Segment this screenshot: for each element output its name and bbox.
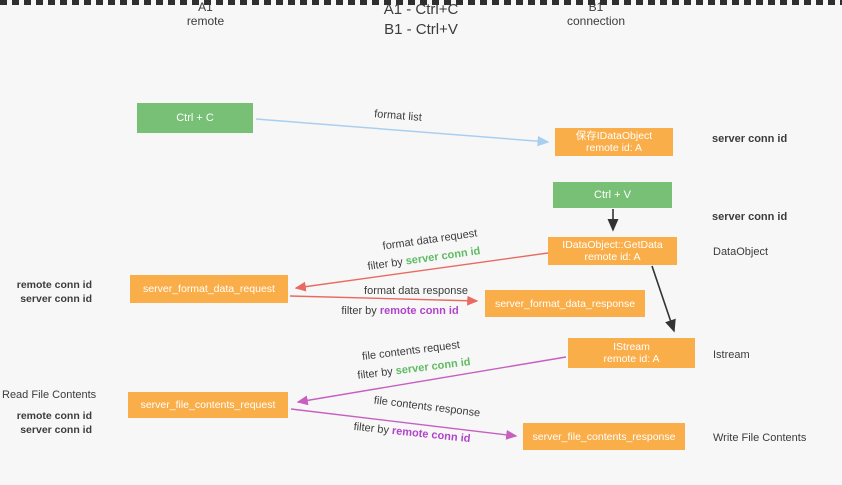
label-file-contents-response-text: file contents response: [373, 394, 481, 420]
node-idataobject-getdata: IDataObject::GetData remote id: A: [548, 237, 677, 265]
node-server-file-contents-request: server_file_contents_request: [128, 392, 288, 418]
node-idataobject-getdata-line1: IDataObject::GetData: [562, 239, 663, 251]
node-istream-line1: IStream: [613, 341, 650, 353]
right-label-server-conn-id-top: server conn id: [712, 133, 788, 145]
right-label-dataobject: DataObject: [713, 246, 769, 258]
node-server-file-contents-response-label: server_file_contents_response: [532, 430, 676, 443]
label-format-list: format list: [374, 108, 422, 124]
right-lane-role: connection: [566, 14, 626, 28]
server-conn-id-text: server conn id: [395, 356, 472, 378]
arrow-getdata-to-istream: [651, 265, 676, 333]
node-server-file-contents-response: server_file_contents_response: [523, 423, 685, 450]
filter-by-text: filter by: [366, 255, 407, 273]
label-filter-remote-conn-id-1: filter by remote conn id: [341, 305, 458, 317]
node-server-format-data-response-label: server_format_data_response: [494, 297, 636, 310]
remote-conn-id-text: remote conn id: [391, 424, 471, 446]
node-server-format-data-request-label: server_format_data_request: [143, 283, 275, 295]
node-ctrl-v-label: Ctrl + V: [594, 189, 631, 201]
node-server-format-data-request: server_format_data_request: [130, 275, 288, 303]
right-label-write-file-contents: Write File Contents: [713, 432, 807, 444]
node-save-idataobject-line2: remote id: A: [585, 142, 643, 154]
label-format-data-response-text: format data response: [364, 285, 468, 297]
filter-by-text: filter by: [356, 365, 397, 382]
node-save-idataobject-line1: 保存IDataObject: [575, 130, 653, 142]
node-ctrl-c-label: Ctrl + C: [176, 112, 214, 124]
dotted-separator: [0, 0, 842, 5]
right-label-server-conn-id-mid: server conn id: [712, 211, 788, 223]
left-label-remote-conn-id-2: remote conn id: [16, 410, 92, 422]
left-label-read-file-contents: Read File Contents: [2, 389, 97, 401]
diagram-title-line2: B1 - Ctrl+V: [384, 21, 458, 38]
label-file-contents-response: file contents response: [373, 395, 481, 420]
arrow-format-list: [255, 118, 550, 147]
filter-by-text: filter by: [341, 305, 380, 317]
node-istream-line2: remote id: A: [603, 353, 660, 365]
left-label-server-conn-id-1: server conn id: [20, 293, 92, 305]
node-save-idataobject: 保存IDataObject remote id: A: [555, 128, 673, 156]
node-server-format-data-response: server_format_data_response: [485, 290, 645, 317]
label-format-data-response: format data response: [364, 285, 468, 297]
right-label-istream: Istream: [713, 349, 750, 361]
node-ctrl-c: Ctrl + C: [137, 103, 253, 133]
filter-by-text: filter by: [353, 420, 393, 437]
diagram-title-line1: A1 - Ctrl+C: [383, 1, 459, 18]
diagram-title: A1 - Ctrl+C B1 - Ctrl+V: [0, 0, 842, 40]
remote-conn-id-text: remote conn id: [379, 305, 459, 317]
node-istream: IStream remote id: A: [568, 338, 695, 368]
node-server-file-contents-request-label: server_file_contents_request: [140, 399, 276, 411]
label-filter-remote-conn-id-2: filter by remote conn id: [353, 421, 471, 445]
left-label-remote-conn-id-1: remote conn id: [16, 279, 92, 291]
node-ctrl-v: Ctrl + V: [553, 182, 672, 208]
server-conn-id-text: server conn id: [404, 245, 482, 268]
node-idataobject-getdata-line2: remote id: A: [584, 251, 641, 263]
label-format-list-text: format list: [373, 108, 423, 124]
left-lane-role: remote: [186, 14, 225, 28]
left-label-server-conn-id-2: server conn id: [20, 424, 92, 436]
